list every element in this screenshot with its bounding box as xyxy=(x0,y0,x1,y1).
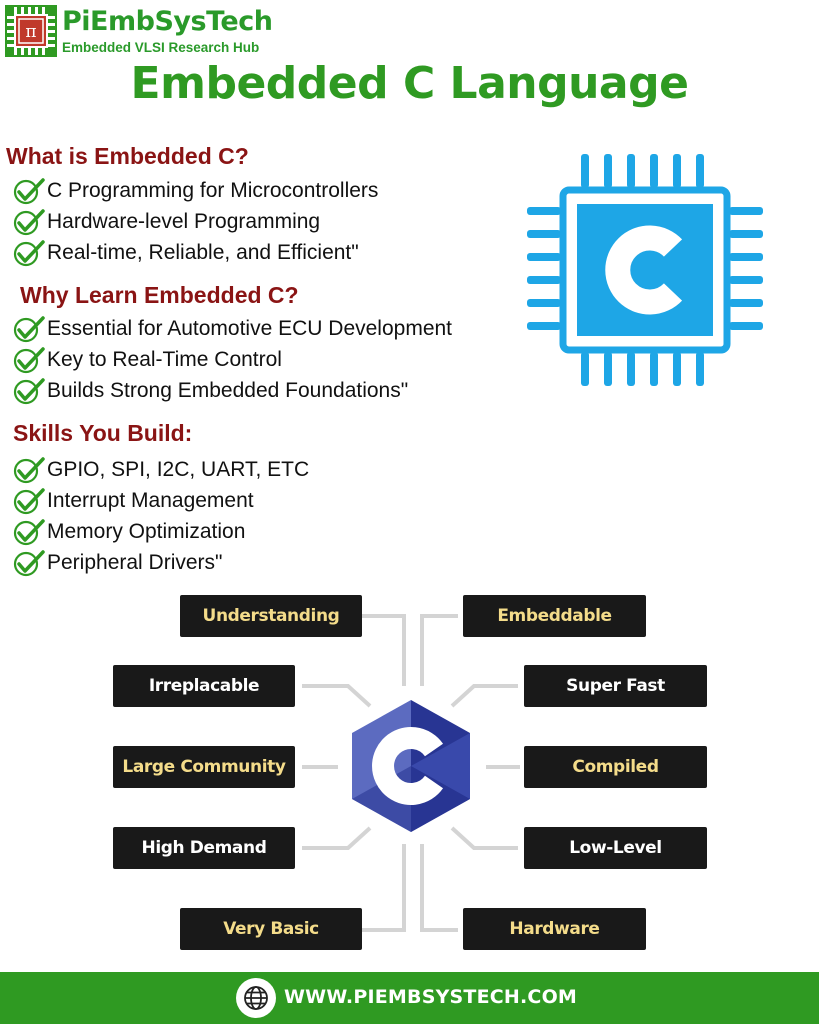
label-irreplacable: Irreplacable xyxy=(113,665,295,707)
list-item-text: GPIO, SPI, I2C, UART, ETC xyxy=(47,458,310,481)
list-item-text: C Programming for Microcontrollers xyxy=(47,179,379,202)
checkmark-icon xyxy=(13,240,45,267)
checkmark-icon xyxy=(13,378,45,405)
list-item: Builds Strong Embedded Foundations" xyxy=(12,376,408,406)
label-compiled: Compiled xyxy=(524,746,707,788)
list-item: Real-time, Reliable, and Efficient" xyxy=(12,238,359,268)
footer-bar: WWW.PIEMBSYSTECH.COM xyxy=(0,972,819,1024)
list-item: Peripheral Drivers" xyxy=(12,548,223,578)
list-item: GPIO, SPI, I2C, UART, ETC xyxy=(12,455,309,485)
list-item: Essential for Automotive ECU Development xyxy=(12,314,452,344)
list-item-text: Hardware-level Programming xyxy=(47,210,321,233)
checkmark-icon xyxy=(13,347,45,374)
checkmark-icon xyxy=(13,316,45,343)
section-heading-what: What is Embedded C? xyxy=(6,143,249,169)
page-title: Embedded C Language xyxy=(130,58,689,109)
section-heading-why: Why Learn Embedded C? xyxy=(20,282,299,308)
list-item: C Programming for Microcontrollers xyxy=(12,176,378,206)
list-item-text: Interrupt Management xyxy=(47,489,254,512)
logo-pi-glyph: π xyxy=(25,22,36,42)
connector-lines xyxy=(302,614,520,932)
c-features-diagram: Understanding Irreplacable Large Communi… xyxy=(0,590,819,965)
checkmark-icon xyxy=(13,488,45,515)
c-language-logo-icon xyxy=(352,700,470,832)
list-item-text: Real-time, Reliable, and Efficient" xyxy=(47,241,359,264)
checkmark-icon xyxy=(13,550,45,577)
list-item: Memory Optimization xyxy=(12,517,245,547)
list-item-text: Memory Optimization xyxy=(47,520,246,543)
label-embeddable: Embeddable xyxy=(463,595,646,637)
list-item-text: Peripheral Drivers" xyxy=(47,551,223,574)
label-understanding: Understanding xyxy=(180,595,362,637)
list-item: Hardware-level Programming xyxy=(12,207,320,237)
checkmark-icon xyxy=(13,209,45,236)
brand-subtitle: Embedded VLSI Research Hub xyxy=(62,40,260,55)
checkmark-icon xyxy=(13,519,45,546)
brand-logo: π xyxy=(5,5,57,57)
checkmark-icon xyxy=(13,178,45,205)
list-item: Interrupt Management xyxy=(12,486,254,516)
microchip-c-icon xyxy=(527,154,763,386)
list-item-text: Builds Strong Embedded Foundations" xyxy=(47,379,409,402)
globe-icon xyxy=(236,978,276,1018)
list-item-text: Essential for Automotive ECU Development xyxy=(47,317,453,340)
list-item: Key to Real-Time Control xyxy=(12,345,282,375)
brand-name: PiEmbSysTech xyxy=(62,6,273,37)
list-item-text: Key to Real-Time Control xyxy=(47,348,282,371)
label-large-community: Large Community xyxy=(113,746,295,788)
label-super-fast: Super Fast xyxy=(524,665,707,707)
label-high-demand: High Demand xyxy=(113,827,295,869)
label-hardware: Hardware xyxy=(463,908,646,950)
checkmark-icon xyxy=(13,457,45,484)
label-low-level: Low-Level xyxy=(524,827,707,869)
label-very-basic: Very Basic xyxy=(180,908,362,950)
section-heading-skills: Skills You Build: xyxy=(13,420,193,446)
website-url-link[interactable]: WWW.PIEMBSYSTECH.COM xyxy=(284,986,578,1008)
